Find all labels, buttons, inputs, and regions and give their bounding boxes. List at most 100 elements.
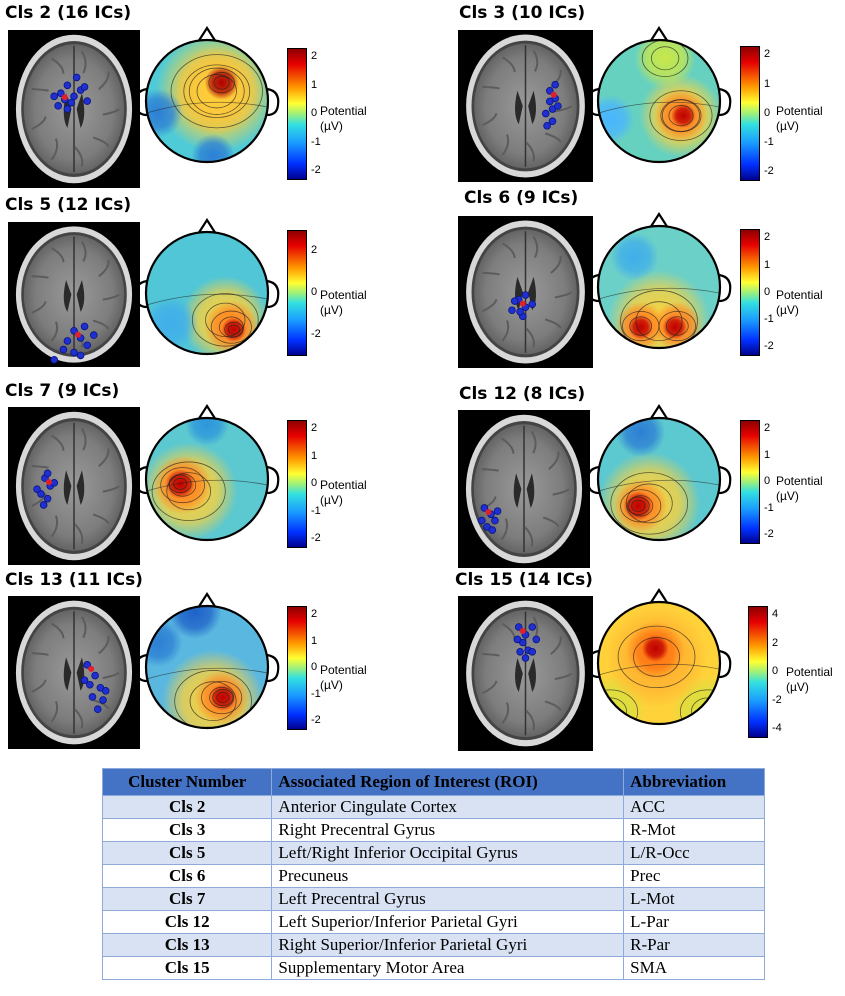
colorbar: [287, 606, 307, 730]
colorbar-tick-label: 0: [311, 107, 318, 119]
cluster-number-cell: Cls 2: [101, 795, 273, 819]
colorbar-tick-label: 0: [311, 661, 318, 673]
scalp-topography: [132, 592, 282, 738]
colorbar-tick-label: 1: [764, 78, 771, 91]
dipole-dot: [72, 73, 81, 82]
cluster-title: Cls 5 (12 ICs): [5, 195, 132, 215]
dipole-dot: [516, 647, 524, 656]
head-outline: [144, 416, 270, 542]
dipole-dot: [50, 92, 58, 101]
dipole-dot: [528, 300, 537, 308]
cluster-number-cell: Cls 7: [101, 887, 273, 911]
dipole-dot: [554, 102, 562, 110]
colorbar-label: Potential(µV): [776, 474, 823, 504]
header-abbreviation: Abbreviation: [623, 768, 765, 796]
dipole-dot: [491, 516, 499, 525]
colorbar-label: Potential(µV): [320, 663, 367, 693]
dipole-dot: [546, 86, 554, 95]
cluster-number-cell: Cls 3: [101, 818, 273, 842]
abbreviation-cell: R-Mot: [623, 818, 765, 842]
colorbar-label-quantity: Potential: [320, 478, 367, 492]
scalp-topography: [584, 404, 734, 550]
cluster-title: Cls 6 (9 ICs): [464, 188, 579, 208]
colorbar-label: Potential(µV): [776, 104, 823, 134]
abbreviation-cell: R-Par: [623, 933, 765, 957]
dipole-dot: [514, 623, 523, 631]
colorbar-label-unit: (µV): [776, 489, 799, 503]
colorbar: [740, 420, 760, 544]
dipole-dot: [541, 109, 550, 118]
cluster-number-cell: Cls 5: [101, 841, 273, 865]
colorbar-tick-label: 0: [311, 286, 318, 298]
colorbar-label: Potential(µV): [776, 288, 823, 318]
colorbar: [287, 230, 307, 356]
colorbar-label-unit: (µV): [776, 119, 799, 133]
dipole-dot: [70, 92, 78, 101]
centroid-dot: [75, 331, 81, 338]
colorbar-tick-label: 2: [311, 50, 318, 63]
dipole-dot: [548, 117, 557, 125]
head-outline: [144, 38, 270, 164]
colorbar-label-unit: (µV): [776, 303, 799, 317]
abbreviation-cell: L/R-Occ: [623, 841, 765, 865]
roi-name-cell: Precuneus: [271, 864, 625, 888]
dipole-dot: [510, 297, 519, 305]
dipole-dot: [91, 671, 99, 680]
dipole-dot: [76, 351, 85, 360]
right-ear: [718, 649, 732, 679]
cluster-number-cell: Cls 15: [101, 956, 273, 980]
colorbar-tick-label: -2: [311, 163, 321, 176]
dipole-dot: [50, 355, 58, 364]
colorbar-tick-label: -2: [772, 694, 782, 707]
dipole-dot: [488, 526, 497, 534]
nose-marker: [649, 404, 669, 421]
colorbar-tick-label: 2: [311, 421, 318, 434]
mri-brain-image: [458, 596, 593, 751]
centroid-dot: [485, 508, 492, 515]
colorbar-tick-label: 0: [764, 285, 771, 298]
colorbar-label-unit: (µV): [320, 119, 343, 133]
nose-marker: [197, 218, 217, 235]
dipole-dot: [63, 105, 72, 113]
dipole-dot: [83, 97, 91, 105]
colorbar-label: Potential(µV): [786, 665, 833, 695]
roi-table: Cluster Number Associated Region of Inte…: [101, 768, 765, 980]
centroid-dot: [88, 665, 95, 672]
colorbar-tick-label: 1: [311, 450, 318, 463]
abbreviation-cell: ACC: [623, 795, 765, 819]
head-outline: [596, 38, 722, 164]
cluster-title: Cls 13 (11 ICs): [5, 570, 143, 590]
left-ear: [586, 649, 600, 679]
colorbar: [287, 420, 307, 548]
dipole-dot: [63, 337, 72, 345]
dipole-dot: [99, 696, 107, 704]
colorbar-tick-label: 1: [311, 79, 318, 92]
colorbar: [748, 606, 768, 738]
colorbar-tick-label: -2: [311, 714, 321, 727]
roi-name-cell: Anterior Cingulate Cortex: [271, 795, 625, 819]
dipole-dot: [101, 687, 110, 695]
dipole-dot: [88, 693, 97, 701]
colorbar-label: Potential(µV): [320, 478, 367, 508]
colorbar-tick-label: -1: [311, 505, 321, 518]
left-ear: [134, 653, 148, 683]
centroid-dot: [519, 628, 526, 634]
dipole-dot: [83, 661, 91, 669]
dipole-dot: [551, 80, 559, 89]
colorbar-tick-label: -2: [311, 327, 321, 340]
dipole-dot: [63, 81, 72, 90]
abbreviation-cell: Prec: [623, 864, 765, 888]
colorbar-tick-label: 2: [772, 637, 779, 650]
head-outline: [144, 230, 270, 356]
head-outline: [596, 416, 722, 542]
scalp-topography: [584, 26, 734, 172]
cluster-number-cell: Cls 6: [101, 864, 273, 888]
header-roi: Associated Region of Interest (ROI): [271, 768, 625, 796]
dipole-dot: [532, 635, 541, 644]
right-ear: [266, 465, 280, 495]
dipole-dot: [493, 507, 502, 515]
colorbar-tick-label: 1: [764, 258, 771, 271]
